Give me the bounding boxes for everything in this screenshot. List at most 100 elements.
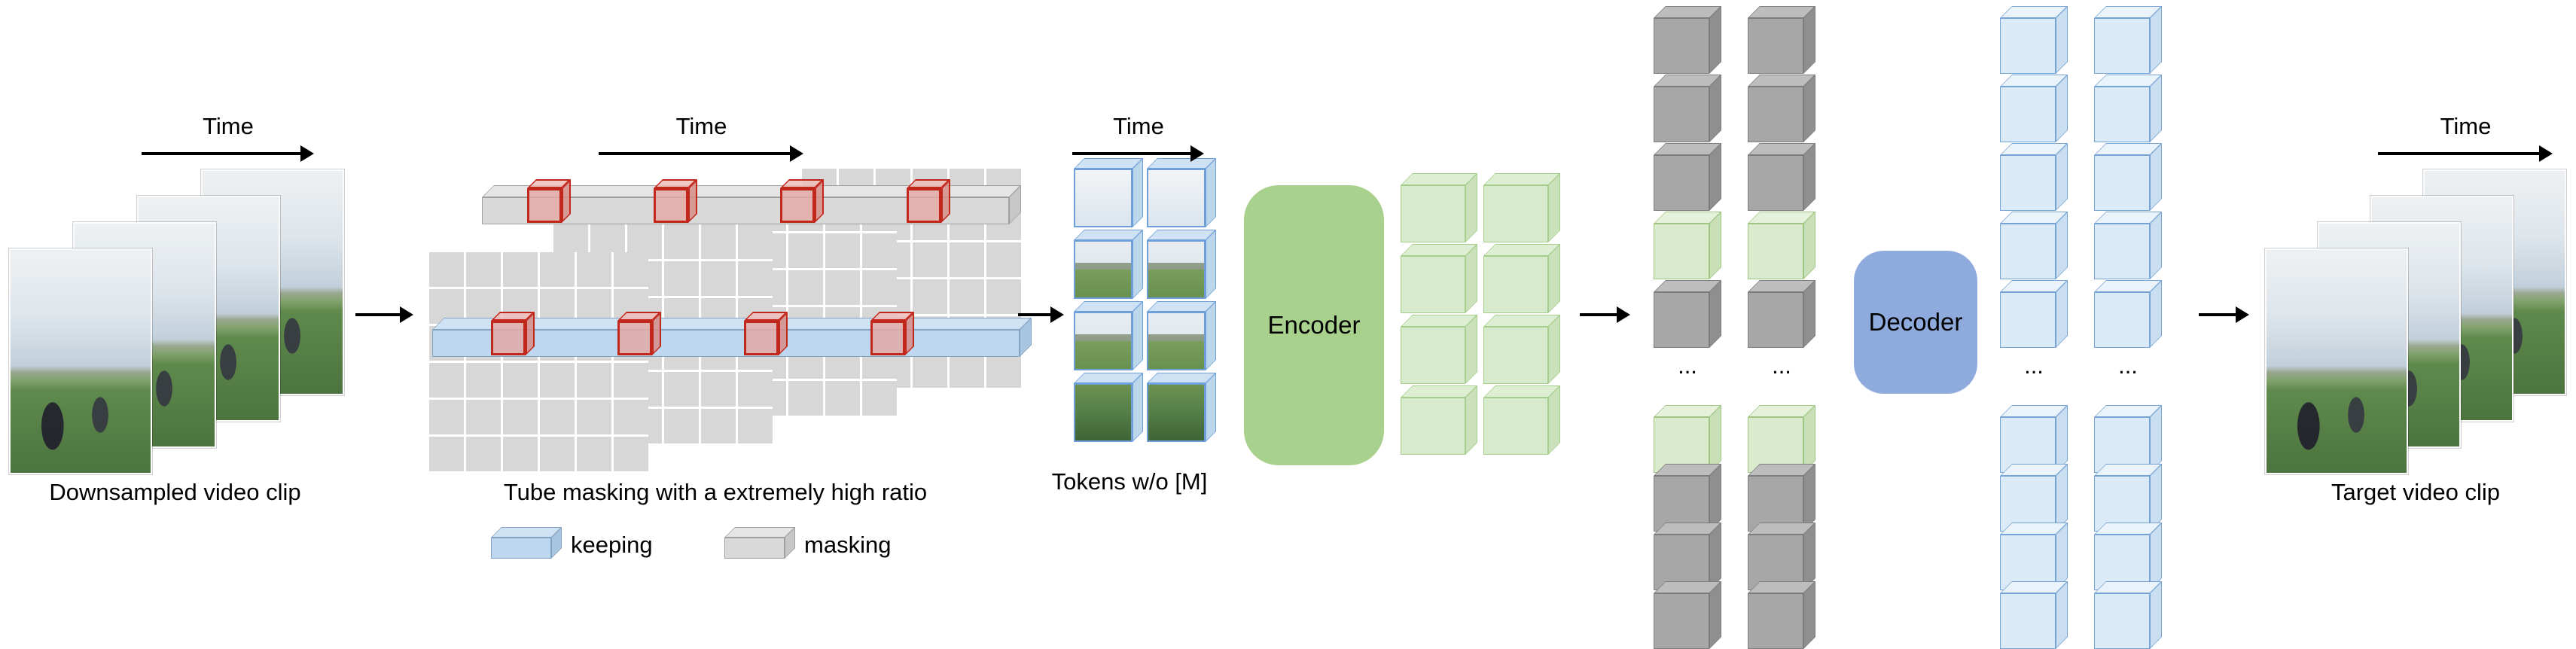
cube-side-face	[2150, 212, 2162, 279]
cube-side-face	[1709, 464, 1721, 532]
time-arrow-icon-target	[2378, 145, 2553, 162]
cube-front-face	[491, 538, 551, 559]
downsampled-clip-caption: Downsampled video clip	[49, 479, 301, 505]
masked-token-cube	[1654, 280, 1721, 348]
cube-front-face	[2094, 535, 2150, 590]
time-arrow-icon-masking	[599, 145, 803, 162]
flow-arrow-icon-2	[1018, 306, 1064, 323]
masked-patch-cell	[540, 252, 575, 287]
masked-patch-cell	[825, 270, 860, 305]
masked-token-cube	[1748, 464, 1815, 532]
decoder-token-cube	[2000, 523, 2068, 590]
decoder-ellipsis-2: ...	[2118, 352, 2138, 379]
time-arrow-icon-downsampled	[142, 145, 314, 162]
token-patch-grass	[1074, 373, 1143, 442]
cube-front-face	[2000, 417, 2056, 473]
cube-side-face	[815, 179, 824, 223]
masked-patch-cell	[913, 242, 947, 277]
cube-front-face	[1748, 224, 1803, 279]
cube-front-face	[1748, 87, 1803, 142]
cube-front-face	[1654, 18, 1709, 74]
cube-front-face	[2094, 292, 2150, 348]
cube-front-face	[1401, 185, 1465, 242]
target-clip-caption: Target video clip	[2331, 479, 2500, 505]
visible-token-cube	[1654, 212, 1721, 279]
encoder-block: Encoder	[1244, 185, 1384, 465]
masked-patch-cell	[466, 437, 501, 471]
cube-front-face	[1654, 593, 1709, 649]
masked-patch-cell	[614, 400, 648, 434]
masked-patch-cell	[664, 261, 699, 296]
cube-top-face	[724, 527, 795, 538]
cube-side-face	[905, 312, 914, 355]
flow-arrow-icon-1	[355, 306, 413, 323]
masked-patch-cell	[540, 363, 575, 398]
cube-side-face	[2056, 6, 2068, 74]
cube-side-face	[1548, 244, 1560, 313]
cube-side-face	[1709, 405, 1721, 473]
cube-side-face	[1803, 6, 1815, 74]
masked-patch-cell	[986, 242, 1021, 277]
decoder-token-cube	[2000, 280, 2068, 348]
cube-front-face	[2000, 292, 2056, 348]
masked-patch-cell	[738, 261, 773, 296]
decoder-token-cube	[2094, 523, 2162, 590]
masked-token-cube	[1748, 75, 1815, 142]
cube-front-face	[617, 321, 652, 355]
encoder-label: Encoder	[1267, 311, 1361, 339]
masked-patch-cell	[577, 400, 611, 434]
masked-patch-cell	[862, 233, 897, 268]
cube-side-face	[1206, 230, 1216, 299]
masked-patch-cell	[825, 381, 860, 416]
cube-side-face	[2150, 464, 2162, 532]
decoder-token-cube	[2094, 212, 2162, 279]
cube-side-face	[779, 312, 788, 355]
masked-token-cube	[1654, 143, 1721, 211]
decoder-token-cube	[2000, 464, 2068, 532]
kept-patch	[654, 179, 697, 223]
masked-token-cube	[1654, 581, 1721, 649]
cube-front-face	[744, 321, 779, 355]
cube-front-face	[870, 321, 905, 355]
cube-side-face	[1206, 301, 1216, 370]
masked-patch-cell	[664, 372, 699, 407]
downsampled-video-frame	[9, 248, 152, 474]
cube-side-face	[2056, 581, 2068, 649]
cube-side-face	[1803, 75, 1815, 142]
cube-front-face	[1074, 169, 1133, 227]
masked-patch-cell	[429, 363, 464, 398]
token-patch-grass	[1147, 373, 1216, 442]
encoded-token-cube	[1483, 315, 1560, 384]
masked-patch-cell	[738, 409, 773, 443]
masked-patch-cell	[701, 409, 736, 443]
cube-front-face	[1654, 87, 1709, 142]
decoder-token-cube	[2094, 6, 2162, 74]
cube-side-face	[688, 179, 697, 223]
cube-side-face	[2056, 75, 2068, 142]
tokens-caption: Tokens w/o [M]	[1051, 468, 1208, 495]
cube-side-face	[1465, 315, 1477, 384]
masked-patch-cell	[614, 252, 648, 287]
kept-patch	[907, 179, 950, 223]
cube-front-face	[654, 188, 688, 223]
masked-patch-cell	[701, 372, 736, 407]
masked-patch-cell	[503, 400, 538, 434]
cube-front-face	[780, 188, 815, 223]
cube-side-face	[1133, 373, 1143, 442]
masked-patch-cell	[913, 353, 947, 388]
masked-patch-cell	[503, 252, 538, 287]
encoded-token-cube	[1483, 385, 1560, 455]
masked-patch-cell	[614, 363, 648, 398]
cube-front-face	[491, 321, 526, 355]
masked-patch-cell	[862, 270, 897, 305]
cube-side-face	[1709, 280, 1721, 348]
cube-front-face	[2000, 535, 2056, 590]
cube-front-face	[2094, 87, 2150, 142]
cube-side-face	[2150, 405, 2162, 473]
cube-front-face	[1654, 292, 1709, 348]
decoder-token-cube	[2000, 143, 2068, 211]
masked-patch-cell	[738, 372, 773, 407]
cube-front-face	[1074, 383, 1133, 442]
cube-front-face	[1147, 312, 1206, 370]
cube-front-face	[1401, 398, 1465, 455]
